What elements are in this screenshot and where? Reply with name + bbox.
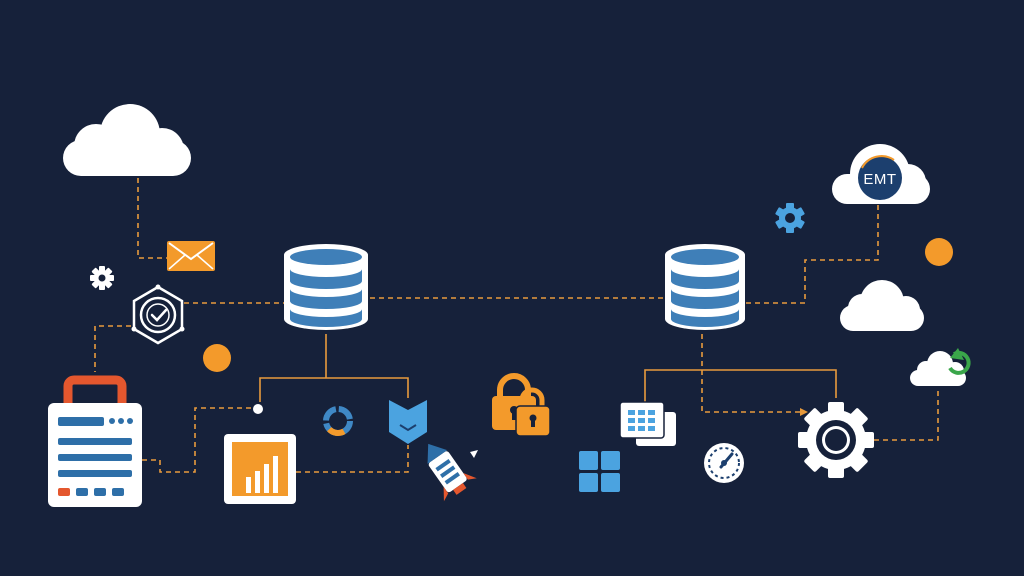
orange-dot [203,344,231,372]
connector-hex-server [94,325,131,372]
connector-db2-branch [644,369,837,410]
database-icon [665,244,745,330]
shield-badge-icon [389,400,427,444]
envelope-icon [167,241,215,271]
padlock-icon [492,373,551,437]
blue-gear-icon [775,203,805,233]
connector-db2-gear [701,334,800,413]
large-gear-icon [798,402,874,478]
connector-db1-branch [259,334,409,402]
bar-chart-icon [224,434,296,504]
gear-icon [90,266,114,290]
connector-server-chart [142,407,258,473]
arrowhead [800,408,808,416]
connector-gear-cloud [874,388,939,441]
donut-icon [323,406,353,436]
connector-db2-cloud [746,200,879,304]
cloud-emt-icon: EMT [832,144,930,204]
database-icon [284,244,368,330]
connector-chart-shield [296,445,409,473]
cloud-icon [840,280,924,331]
rocket-icon [427,443,477,502]
cloud-icon [910,351,966,386]
junction-node [251,402,265,416]
rocket-arrow [470,450,478,458]
grid-icon [579,451,620,492]
speedometer-icon [704,443,744,483]
calendar-icon [619,401,676,446]
server-panel-icon [48,375,142,507]
connectors [94,178,939,473]
green-arrow-icon [948,348,971,375]
connector-cloud-envelope [137,178,168,259]
cloud-icon [63,104,191,176]
orange-dot [925,238,953,266]
cloud-badge-label: EMT [863,171,896,188]
hexagon-clock-icon [131,284,185,345]
